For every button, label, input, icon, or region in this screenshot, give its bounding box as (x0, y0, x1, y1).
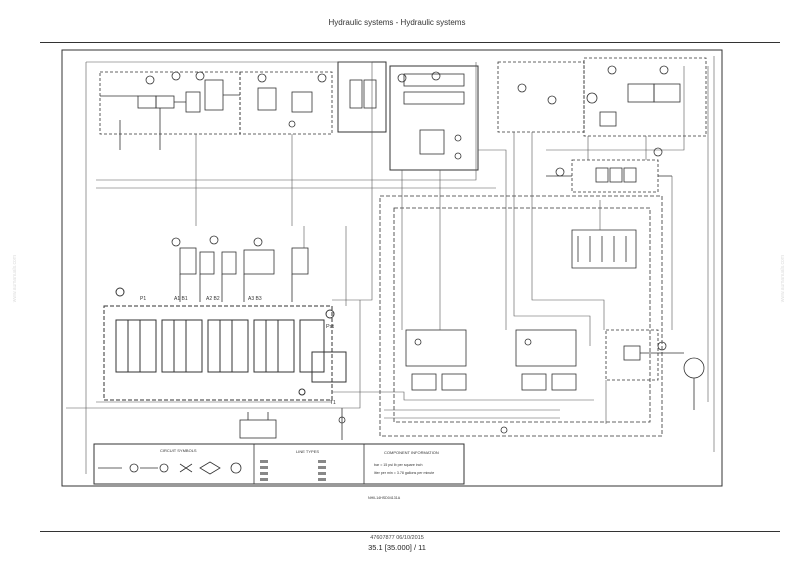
diagram-frame (61, 49, 723, 487)
legend-text-group: CIRCUIT SYMBOLS LINE TYPES COMPONENT INF… (160, 448, 439, 500)
legend-panel (93, 443, 465, 485)
header-divider (40, 42, 780, 43)
footer-doc-id: 47607877 06/10/2015 (370, 535, 424, 541)
footer-page-number: 35.1 [35.000] / 11 (368, 543, 426, 552)
port-label-pst: Pst (326, 324, 334, 330)
component-info-title: COMPONENT INFORMATION (384, 450, 439, 455)
port-label-t1: T1 (330, 400, 336, 406)
port-label-a3b3: A3 B3 (248, 296, 262, 302)
manifold-block (379, 195, 663, 437)
circuit-symbols-title: CIRCUIT SYMBOLS (160, 448, 197, 453)
port-label-p1: P1 (140, 296, 146, 302)
port-label-a1b1: A1 B1 (174, 296, 188, 302)
top-right-valve-group (497, 57, 707, 137)
bottom-center-valves (405, 329, 577, 434)
component-info-line-2: liter per min = 3.78 gallons per minute (374, 471, 434, 475)
bottom-right-actuator (605, 329, 705, 410)
drawing-reference: NHIL14HSD04131A (368, 496, 401, 500)
footer-divider (40, 531, 780, 532)
connection-lines (66, 56, 715, 474)
port-label-a2b2: A2 B2 (206, 296, 220, 302)
valve-port-labels: P1 A1 B1 A2 B2 A3 B3 Pst T1 (140, 296, 336, 406)
center-control-block (337, 61, 479, 171)
cylinder-row (171, 235, 309, 302)
right-selector-group (546, 147, 672, 193)
page-title: Hydraulic systems - Hydraulic systems (328, 18, 466, 27)
component-info-line-1: bar = 15 psi lb per square inch (374, 463, 422, 467)
bottom-ports (239, 408, 346, 440)
main-control-valve-bank (103, 287, 347, 401)
legend-swatches (260, 460, 326, 481)
line-types-title: LINE TYPES (296, 449, 319, 454)
top-left-valve-group (99, 71, 241, 150)
top-mid-valve-group (239, 71, 333, 135)
